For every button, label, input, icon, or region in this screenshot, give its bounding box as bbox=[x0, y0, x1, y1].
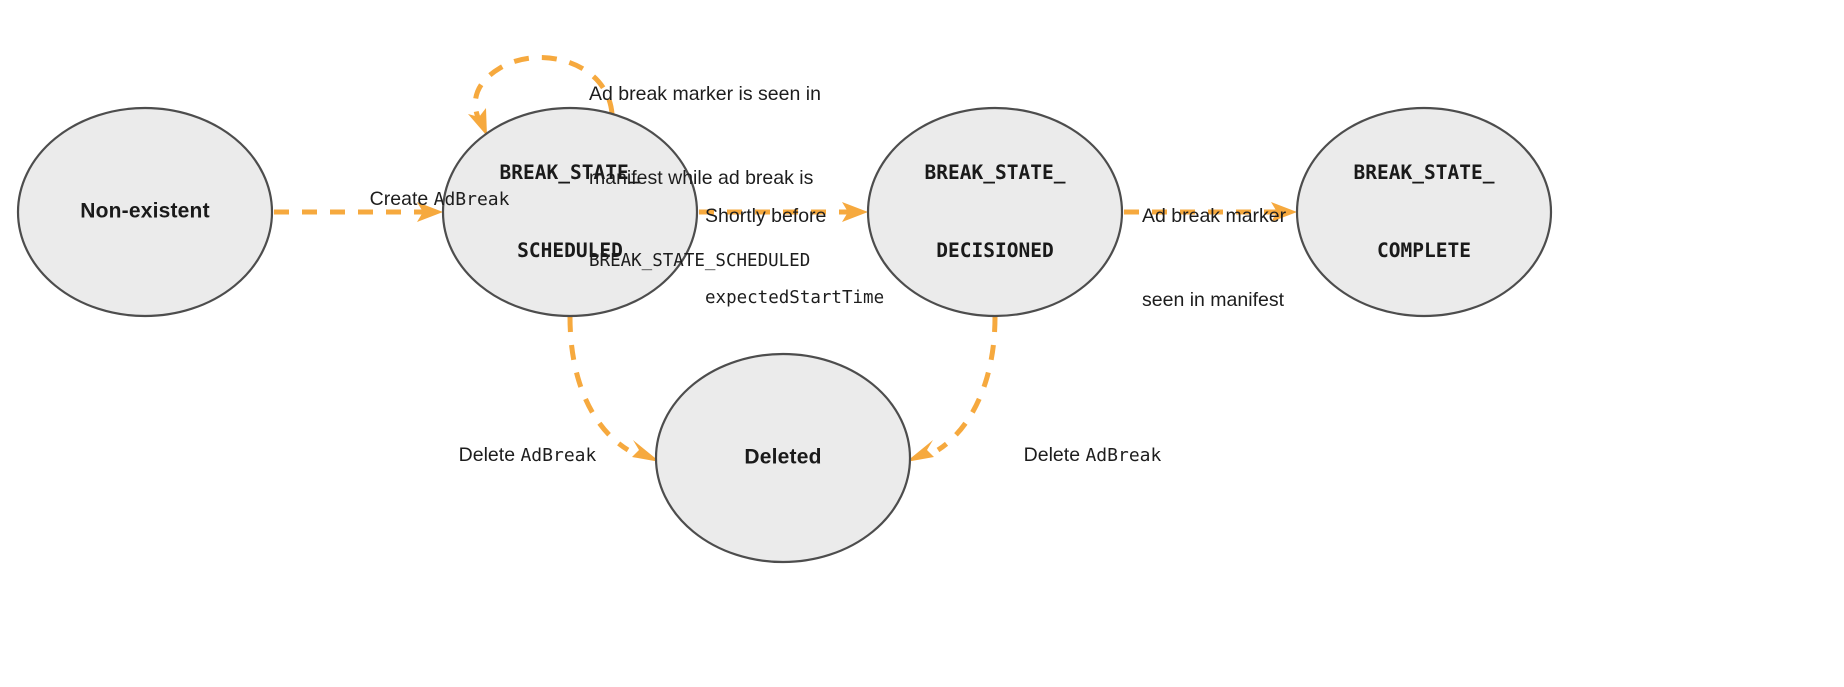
edge-label-scheduled-to-decisioned: Shortly before expectedStartTime bbox=[705, 145, 884, 368]
edge-label-scheduled-to-deleted-text: Delete bbox=[458, 444, 521, 467]
edge-decisioned-to-deleted-line bbox=[936, 316, 998, 453]
edge-label-self-loop-scheduled-line-2: manifest while ad break is bbox=[589, 167, 814, 190]
node-label-break-state-scheduled: BREAK_STATE_ SCHEDULED bbox=[500, 109, 641, 315]
node-break-state-scheduled[interactable] bbox=[441, 106, 699, 318]
edge-label-decisioned-to-complete-line-2: seen in manifest bbox=[1142, 289, 1284, 312]
edge-decisioned-to-complete-arrowhead bbox=[1271, 202, 1297, 222]
node-label-break-state-decisioned-line-1: BREAK_STATE_ bbox=[924, 161, 1066, 185]
edge-decisioned-to-complete[interactable] bbox=[1124, 202, 1297, 222]
edge-create-adbreak-arrowhead bbox=[417, 202, 443, 222]
edge-self-loop-scheduled-arrowhead bbox=[468, 108, 487, 136]
edge-label-self-loop-scheduled: Ad break marker is seen in manifest whil… bbox=[589, 23, 821, 331]
node-break-state-decisioned[interactable] bbox=[866, 106, 1124, 318]
edge-label-decisioned-to-complete: Ad break marker seen in manifest bbox=[1142, 145, 1286, 371]
edge-label-scheduled-to-deleted: Delete AdBreak bbox=[437, 413, 597, 498]
node-deleted[interactable] bbox=[654, 352, 912, 564]
edge-label-scheduled-to-decisioned-line-1: Shortly before bbox=[705, 204, 827, 227]
edge-decisioned-to-deleted-arrowhead bbox=[906, 440, 934, 462]
edge-decisioned-to-deleted[interactable] bbox=[906, 316, 998, 462]
edge-label-create-adbreak: Create AdBreak bbox=[348, 157, 510, 242]
edge-scheduled-to-deleted[interactable] bbox=[567, 316, 660, 462]
edge-label-scheduled-to-decisioned-line-2: expectedStartTime bbox=[705, 288, 885, 309]
edge-scheduled-to-decisioned-arrowhead bbox=[842, 202, 868, 222]
node-label-deleted: Deleted bbox=[744, 389, 821, 528]
node-label-break-state-scheduled-line-2: SCHEDULED bbox=[517, 238, 623, 262]
node-label-break-state-complete: BREAK_STATE_ COMPLETE bbox=[1354, 109, 1495, 315]
edge-label-create-adbreak-text: Create bbox=[369, 188, 434, 211]
node-break-state-complete[interactable] bbox=[1295, 106, 1553, 318]
node-label-deleted-line-1: Deleted bbox=[744, 446, 822, 470]
node-label-non-existent-line-1: Non-existent bbox=[80, 200, 210, 224]
node-label-break-state-decisioned: BREAK_STATE_ DECISIONED bbox=[925, 109, 1066, 315]
node-label-break-state-complete-line-1: BREAK_STATE_ bbox=[1353, 161, 1495, 185]
edge-scheduled-to-decisioned[interactable] bbox=[699, 202, 868, 222]
node-label-non-existent: Non-existent bbox=[80, 143, 210, 282]
edge-self-loop-scheduled-line bbox=[472, 55, 615, 122]
edge-label-create-adbreak-code: AdBreak bbox=[433, 189, 510, 211]
node-non-existent[interactable] bbox=[16, 106, 274, 318]
edge-label-self-loop-scheduled-line-3: BREAK_STATE_SCHEDULED bbox=[589, 251, 811, 272]
edge-self-loop-scheduled[interactable] bbox=[468, 55, 615, 136]
node-label-break-state-decisioned-line-2: DECISIONED bbox=[936, 238, 1054, 262]
edge-label-decisioned-to-complete-line-1: Ad break marker bbox=[1142, 204, 1287, 227]
edge-label-scheduled-to-deleted-code: AdBreak bbox=[520, 445, 597, 467]
node-label-break-state-complete-line-2: COMPLETE bbox=[1377, 238, 1471, 262]
edge-label-decisioned-to-deleted: Delete AdBreak bbox=[1002, 413, 1162, 498]
node-label-break-state-scheduled-line-1: BREAK_STATE_ bbox=[499, 161, 641, 185]
edge-label-self-loop-scheduled-line-1: Ad break marker is seen in bbox=[589, 82, 821, 105]
edge-create-adbreak[interactable] bbox=[274, 202, 443, 222]
edge-scheduled-to-deleted-arrowhead bbox=[632, 440, 660, 462]
edge-label-decisioned-to-deleted-text: Delete bbox=[1023, 444, 1086, 467]
edge-label-decisioned-to-deleted-code: AdBreak bbox=[1085, 445, 1162, 467]
